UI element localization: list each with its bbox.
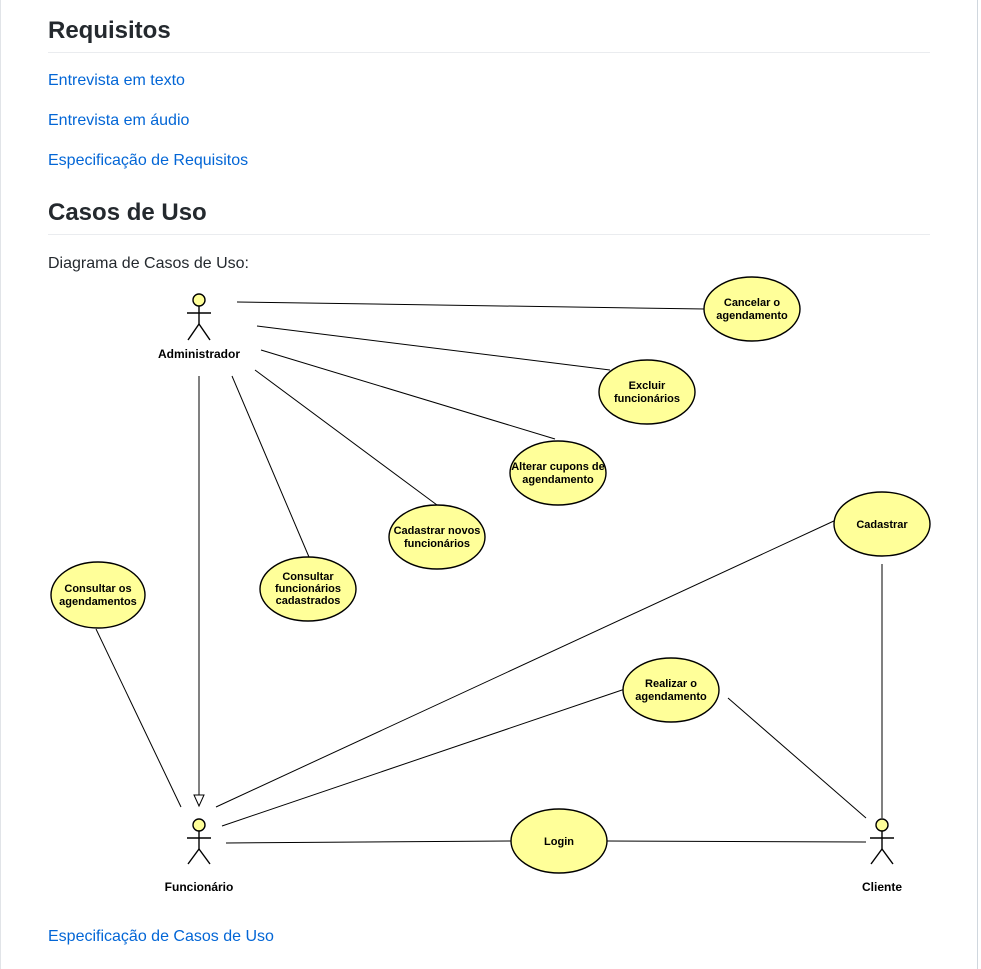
use-case-ellipse [703,276,801,342]
heading-casos-de-uso: Casos de Uso [48,198,930,235]
use-case-label: Realizar o [645,678,697,690]
use-case-ellipse [598,359,696,425]
actor-administrador: Administrador [158,293,240,361]
actor-head [192,818,206,832]
assoc-admin-cadastrar-novos [254,369,438,506]
generalization-arrowhead [193,794,205,808]
link-especificacao-requisitos[interactable]: Especificação de Requisitos [48,152,249,169]
use-case-label: Cadastrar [856,519,908,531]
actor-label-administrador: Administrador [158,347,240,361]
assoc-func-consultar-agend [95,628,182,808]
actor-label-funcionario: Funcionário [165,880,234,894]
use-case-cadastrar: Cadastrar [833,491,931,557]
use-case-ellipse [259,556,357,622]
assoc-admin-cancelar [236,301,706,310]
assoc-func-realizar [221,688,626,827]
use-case-cadastrar-novos: Cadastrar novos funcionários [388,504,486,570]
use-case-excluir: Excluir funcionários [598,359,696,425]
use-case-cancelar: Cancelar o agendamento [703,276,801,342]
use-case-ellipse [833,491,931,557]
actor-label-cliente: Cliente [862,880,902,894]
use-case-ellipse [509,440,607,506]
actor-head [875,818,889,832]
assoc-func-cadastrar [215,519,837,808]
assoc-realizar-cliente [727,697,867,819]
associations [95,301,883,844]
use-case-realizar: Realizar o agendamento [622,657,720,723]
actor-cliente: Cliente [862,818,902,894]
use-case-label: Consultar [282,571,334,583]
use-case-label: agendamento [522,474,594,486]
use-case-consultar-agendamentos: Consultar os agendamentos [50,561,146,629]
use-case-ellipse [388,504,486,570]
use-case-label: Excluir [629,380,666,392]
use-case-alterar: Alterar cupons de agendamento [509,440,607,506]
heading-requisitos: Requisitos [48,16,930,53]
use-case-label: agendamento [716,310,788,322]
use-case-ellipse [622,657,720,723]
assoc-login-cliente [606,840,867,843]
use-case-label: funcionários [275,583,341,595]
assoc-admin-alterar [260,349,556,440]
use-case-label: Alterar cupons de [511,461,605,473]
actor-head [192,293,206,307]
use-case-ellipse [50,561,146,629]
link-entrevista-texto[interactable]: Entrevista em texto [48,72,185,89]
assoc-func-login [225,840,512,844]
use-case-ellipse [510,808,608,874]
link-especificacao-casos-de-uso[interactable]: Especificação de Casos de Uso [48,928,274,945]
actor-funcionario: Funcionário [165,818,234,894]
use-case-label: agendamentos [59,596,137,608]
link-entrevista-audio[interactable]: Entrevista em áudio [48,112,190,129]
use-case-label: Cancelar o [724,297,781,309]
use-case-label: agendamento [635,691,707,703]
assoc-admin-excluir [256,325,611,371]
use-case-label: Cadastrar novos [394,525,481,537]
use-case-label: Consultar os [64,583,131,595]
use-case-login: Login [510,808,608,874]
use-case-label: funcionários [404,538,470,550]
use-case-label: cadastrados [276,595,341,607]
assoc-admin-consultar-func [231,375,310,558]
use-case-label: Login [544,836,574,848]
use-case-consultar-funcionarios: Consultar funcionários cadastrados [259,556,357,622]
use-case-label: funcionários [614,393,680,405]
diagram-caption: Diagrama de Casos de Uso: [48,255,249,272]
